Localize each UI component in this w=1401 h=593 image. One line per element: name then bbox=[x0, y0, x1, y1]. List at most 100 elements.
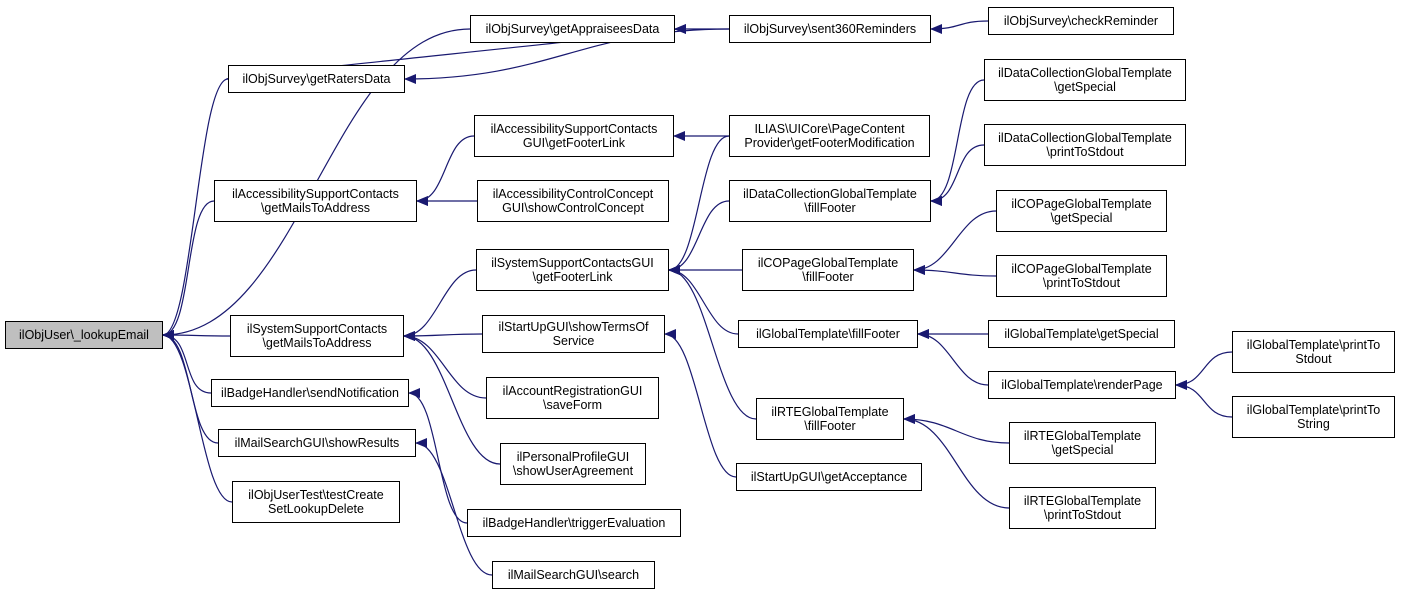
node-rte-special[interactable]: ilRTEGlobalTemplate\getSpecial bbox=[1009, 422, 1156, 464]
node-label-line: ilRTEGlobalTemplate bbox=[771, 405, 889, 419]
edge-rte-fill-to-sys-footer-link bbox=[668, 265, 757, 420]
node-mail-search[interactable]: ilMailSearchGUI\search bbox=[492, 561, 655, 589]
node-label-line: ilObjSurvey\getRatersData bbox=[242, 72, 391, 86]
node-lookup-email[interactable]: ilObjUser\_lookupEmail bbox=[5, 321, 163, 349]
edge-page-content-to-sys-footer-link bbox=[668, 135, 730, 275]
node-badge-trigger[interactable]: ilBadgeHandler\triggerEvaluation bbox=[467, 509, 681, 537]
edge-dc-getspecial-to-dc-fillfooter bbox=[930, 79, 985, 206]
edge-account-reg-to-sys-mails bbox=[403, 331, 487, 399]
node-label-line: ilAccountRegistrationGUI bbox=[502, 384, 643, 398]
edge-acc-footer-link-to-acc-mails bbox=[416, 135, 475, 206]
edge-objuser-test-to-lookup-email bbox=[162, 330, 233, 503]
node-label-line: Provider\getFooterModification bbox=[744, 136, 915, 150]
node-label-line: ilPersonalProfileGUI bbox=[516, 450, 630, 464]
node-label-line: ilObjSurvey\getAppraiseesData bbox=[485, 22, 660, 36]
node-get-raters[interactable]: ilObjSurvey\getRatersData bbox=[228, 65, 405, 93]
node-label-line: ilRTEGlobalTemplate bbox=[1023, 494, 1142, 508]
node-label-line: ilCOPageGlobalTemplate bbox=[757, 256, 899, 270]
node-label-line: String bbox=[1297, 417, 1330, 431]
node-personal-profile[interactable]: ilPersonalProfileGUI\showUserAgreement bbox=[500, 443, 646, 485]
node-label-line: ilGlobalTemplate\getSpecial bbox=[1004, 327, 1159, 341]
node-label-line: ilSystemSupportContacts bbox=[246, 322, 388, 336]
node-label-line: ilCOPageGlobalTemplate bbox=[1011, 262, 1152, 276]
edge-acc-mails-to-lookup-email bbox=[162, 200, 215, 340]
node-dc-getspecial[interactable]: ilDataCollectionGlobalTemplate\getSpecia… bbox=[984, 59, 1186, 101]
edge-global-print-stdout-to-render-page bbox=[1175, 351, 1233, 390]
node-sys-footer-link[interactable]: ilSystemSupportContactsGUI\getFooterLink bbox=[476, 249, 669, 291]
node-account-reg[interactable]: ilAccountRegistrationGUI\saveForm bbox=[486, 377, 659, 419]
node-label-line: \getFooterLink bbox=[532, 270, 613, 284]
node-label-line: \getSpecial bbox=[1051, 443, 1114, 457]
edge-sys-mails-to-lookup-email bbox=[162, 330, 231, 341]
node-label-line: \printToStdout bbox=[1046, 145, 1124, 159]
edge-badge-trigger-to-badge-send bbox=[408, 388, 468, 524]
node-sent360[interactable]: ilObjSurvey\sent360Reminders bbox=[729, 15, 931, 43]
node-rte-fill[interactable]: ilRTEGlobalTemplate\fillFooter bbox=[756, 398, 904, 440]
node-dc-fillfooter[interactable]: ilDataCollectionGlobalTemplate\fillFoote… bbox=[729, 180, 931, 222]
node-label-line: ilBadgeHandler\triggerEvaluation bbox=[482, 516, 666, 530]
node-badge-send[interactable]: ilBadgeHandler\sendNotification bbox=[211, 379, 409, 407]
node-label-line: SetLookupDelete bbox=[268, 502, 364, 516]
node-label-line: ilAccessibilityControlConcept bbox=[492, 187, 654, 201]
node-copage-print[interactable]: ilCOPageGlobalTemplate\printToStdout bbox=[996, 255, 1167, 297]
edge-startup-accept-to-startup-terms bbox=[664, 329, 737, 478]
node-label-line: ilMailSearchGUI\search bbox=[507, 568, 640, 582]
node-check-reminder[interactable]: ilObjSurvey\checkReminder bbox=[988, 7, 1174, 35]
node-label-line: ilBadgeHandler\sendNotification bbox=[221, 386, 399, 400]
edge-check-reminder-to-sent360 bbox=[930, 20, 989, 34]
node-copage-special[interactable]: ilCOPageGlobalTemplate\getSpecial bbox=[996, 190, 1167, 232]
node-label-line: ilGlobalTemplate\renderPage bbox=[1001, 378, 1163, 392]
node-label-line: ilGlobalTemplate\printTo bbox=[1246, 403, 1381, 417]
node-label-line: ilObjUser\_lookupEmail bbox=[19, 328, 149, 342]
node-label-line: ILIAS\UICore\PageContent bbox=[754, 122, 905, 136]
node-label-line: \getSpecial bbox=[1054, 80, 1116, 94]
edge-startup-terms-to-sys-mails bbox=[403, 330, 483, 341]
edge-sent360-to-get-raters bbox=[404, 28, 730, 84]
edge-mail-search-to-mail-show bbox=[415, 438, 493, 576]
node-label-line: \getMailsToAddress bbox=[260, 201, 371, 215]
node-label-line: GUI\getFooterLink bbox=[522, 136, 626, 150]
edge-get-raters-to-lookup-email bbox=[162, 78, 229, 340]
node-label-line: \fillFooter bbox=[804, 419, 856, 433]
node-label-line: ilAccessibilitySupportContacts bbox=[490, 122, 658, 136]
node-global-fill[interactable]: ilGlobalTemplate\fillFooter bbox=[738, 320, 918, 348]
edge-rte-print-to-rte-fill bbox=[903, 414, 1010, 509]
node-label-line: ilObjSurvey\checkReminder bbox=[1003, 14, 1159, 28]
edge-sys-footer-link-to-sys-mails bbox=[403, 269, 477, 341]
node-startup-accept[interactable]: ilStartUpGUI\getAcceptance bbox=[736, 463, 922, 491]
node-label-line: \getSpecial bbox=[1050, 211, 1113, 225]
node-copage-fill[interactable]: ilCOPageGlobalTemplate\fillFooter bbox=[742, 249, 914, 291]
edge-render-page-to-global-fill bbox=[917, 329, 989, 386]
node-global-special[interactable]: ilGlobalTemplate\getSpecial bbox=[988, 320, 1175, 348]
edge-badge-send-to-lookup-email bbox=[162, 330, 212, 394]
node-acc-mails[interactable]: ilAccessibilitySupportContacts\getMailsT… bbox=[214, 180, 417, 222]
node-label-line: ilGlobalTemplate\printTo bbox=[1246, 338, 1381, 352]
node-label-line: ilObjUserTest\testCreate bbox=[248, 488, 384, 502]
node-get-appraisees[interactable]: ilObjSurvey\getAppraiseesData bbox=[470, 15, 675, 43]
node-label-line: ilStartUpGUI\getAcceptance bbox=[750, 470, 908, 484]
node-label-line: \saveForm bbox=[542, 398, 603, 412]
edge-copage-print-to-copage-fill bbox=[913, 265, 997, 277]
node-label-line: \printToStdout bbox=[1042, 276, 1121, 290]
edge-rte-special-to-rte-fill bbox=[903, 414, 1010, 444]
node-label-line: \showUserAgreement bbox=[512, 464, 634, 478]
node-mail-show[interactable]: ilMailSearchGUI\showResults bbox=[218, 429, 416, 457]
node-render-page[interactable]: ilGlobalTemplate\renderPage bbox=[988, 371, 1176, 399]
node-label-line: Service bbox=[552, 334, 595, 348]
node-label-line: ilSystemSupportContactsGUI bbox=[491, 256, 654, 270]
node-dc-print[interactable]: ilDataCollectionGlobalTemplate\printToSt… bbox=[984, 124, 1186, 166]
node-sys-mails[interactable]: ilSystemSupportContacts\getMailsToAddres… bbox=[230, 315, 404, 357]
node-label-line: \fillFooter bbox=[804, 201, 856, 215]
node-label-line: ilStartUpGUI\showTermsOf bbox=[498, 320, 649, 334]
node-rte-print[interactable]: ilRTEGlobalTemplate\printToStdout bbox=[1009, 487, 1156, 529]
edge-global-print-string-to-render-page bbox=[1175, 380, 1233, 418]
node-label-line: \printToStdout bbox=[1043, 508, 1122, 522]
